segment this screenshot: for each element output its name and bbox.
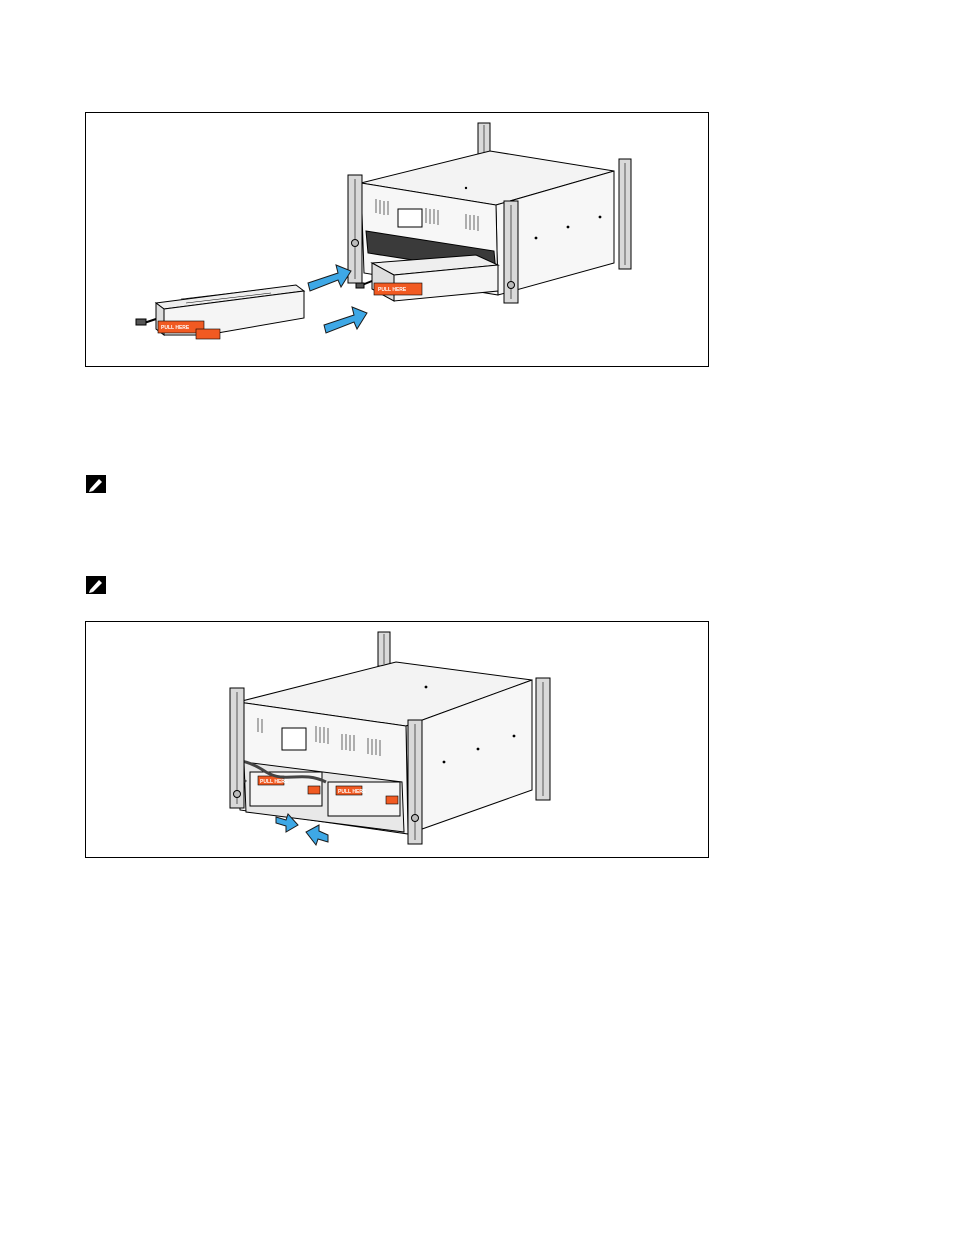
battery-insertion-figure: PULL HERE PULL HERE	[85, 112, 709, 367]
rack-rail-back-right	[536, 678, 550, 800]
pull-here-label: PULL HERE	[338, 789, 367, 795]
battery-insertion-illustration: PULL HERE PULL HERE	[86, 113, 708, 366]
rack-rail-back-right	[619, 159, 631, 269]
lcd-panel	[398, 209, 422, 227]
rack-rail-back-top	[378, 632, 390, 666]
pencil-note-icon	[86, 475, 106, 493]
pull-here-label: PULL HERE	[260, 779, 289, 785]
rack-rail-front-right	[504, 201, 518, 303]
insert-arrow-icon	[324, 307, 367, 333]
pull-here-label: PULL HERE	[378, 287, 407, 293]
rack-rail-front-right	[408, 720, 422, 844]
insert-arrow-icon	[308, 265, 351, 291]
pull-here-label: PULL HERE	[161, 325, 190, 331]
pencil-note-icon	[86, 576, 106, 594]
lcd-panel	[282, 728, 306, 750]
connect-arrow-icon	[306, 825, 328, 845]
battery-tray-loose: PULL HERE	[136, 285, 304, 339]
battery-connection-figure: PULL HERE PULL HERE	[85, 621, 709, 858]
battery-tray-right: PULL HERE	[328, 782, 400, 816]
rack-rail-front-left	[348, 175, 362, 283]
rack-rail-front-left	[230, 688, 244, 808]
battery-connection-illustration: PULL HERE PULL HERE	[86, 622, 708, 857]
